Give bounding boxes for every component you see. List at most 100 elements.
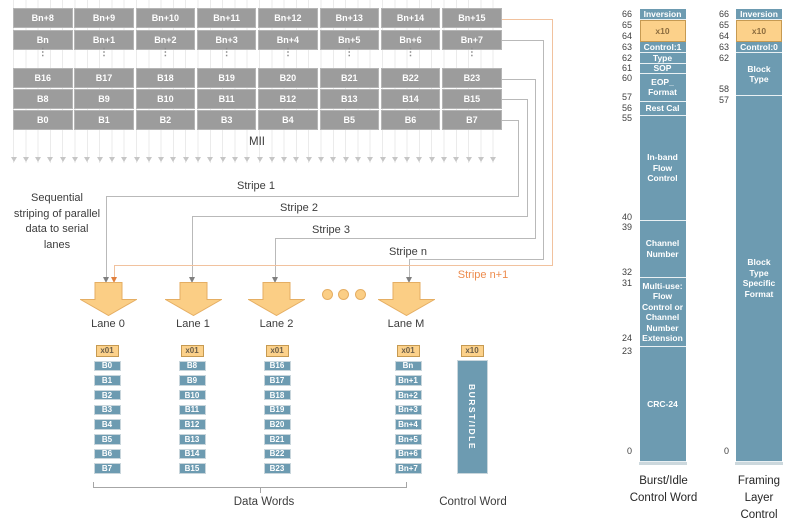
mii-grid-cell: B11: [196, 89, 257, 110]
mii-grid-cell: Bn: [13, 29, 73, 50]
mii-signal-arrow-icon: [379, 156, 386, 162]
bit-segment-label: Type: [652, 52, 673, 63]
bit-segment: CRC-24: [639, 347, 686, 462]
word-header: x01: [180, 344, 204, 357]
bit-segment-label: Control:1: [643, 41, 682, 52]
mii-grid-cell: B13: [319, 89, 379, 110]
stripe-line: [502, 18, 553, 20]
bit-number: 63: [621, 42, 632, 52]
mii-grid-cell: Bn+15: [442, 8, 502, 29]
mii-ellipsis: ⋮: [37, 47, 48, 58]
mii-ellipsis: ⋮: [221, 47, 232, 58]
word-cell: B16: [263, 360, 291, 371]
mii-signal-arrow-icon: [465, 156, 472, 162]
bit-number: 0: [723, 446, 729, 456]
mii-signal-arrow-icon: [244, 156, 251, 162]
mii-grid-cell: Bn+7: [442, 29, 502, 50]
bit-segment: In-band Flow Control: [639, 116, 686, 221]
bit-segment: x10: [736, 20, 782, 42]
stripe-line: [502, 98, 528, 100]
mii-signal-arrow-icon: [293, 156, 300, 162]
bit-number: 62: [621, 53, 632, 63]
bit-segment-label: x10: [655, 25, 670, 36]
mii-grid-cell: B17: [74, 68, 134, 89]
data-words-bracket: [259, 486, 261, 493]
bit-segment: Channel Number: [639, 220, 686, 278]
striping-note: Sequential striping of parallel data to …: [13, 192, 101, 251]
stripe-line: [535, 78, 536, 240]
mii-signal-arrow-icon: [330, 156, 337, 162]
bit-number: 66: [718, 8, 729, 19]
bit-segment-label: SOP: [653, 63, 672, 74]
data-words-bracket: [406, 481, 407, 487]
word-cell: Bn+7: [394, 463, 422, 474]
mii-grid-cell: B14: [380, 89, 441, 110]
mii-signal-arrow-icon: [133, 156, 140, 162]
mii-grid-cell: B22: [380, 68, 441, 89]
mii-signal-arrow-icon: [490, 156, 497, 162]
stripe-line: [502, 119, 520, 121]
bit-number: 0: [626, 446, 632, 456]
lane-arrow-icon: [246, 281, 307, 316]
mii-grid-cell: Bn+5: [319, 29, 379, 50]
word-cell: B1: [93, 375, 121, 386]
stripe-line: [275, 238, 536, 240]
mii-grid-cell: B0: [13, 110, 73, 131]
stripe-label: Stripe 2: [277, 202, 321, 214]
mii-signal-arrow-icon: [256, 156, 263, 162]
mii-signal-arrow-icon: [182, 156, 189, 162]
word-header: x01: [265, 344, 289, 357]
control-word-caption: Control Word: [439, 496, 507, 508]
mii-signal-arrow-icon: [477, 156, 484, 162]
word-cell: B3: [93, 404, 121, 416]
mii-grid-cell: Bn+3: [196, 29, 257, 50]
bit-segment-label: Inversion: [643, 9, 682, 20]
bit-number: 64: [621, 30, 632, 41]
mii-grid-cell: Bn+9: [74, 8, 134, 29]
stripe-line: [192, 215, 528, 217]
word-cell: B7: [93, 463, 121, 474]
mii-ellipsis: ⋮: [466, 47, 477, 58]
word-cell: Bn+5: [394, 434, 422, 445]
lane-label: Lane 1: [176, 317, 210, 330]
mii-signal-arrow-icon: [84, 156, 91, 162]
bit-segment-label: x10: [751, 25, 767, 36]
mii-signal-arrow-icon: [145, 156, 152, 162]
word-cell: B0: [93, 360, 121, 371]
data-words-bracket: [93, 486, 407, 488]
mii-grid-cell: Bn+13: [319, 8, 379, 29]
bit-number: 57: [621, 92, 632, 102]
mii-grid-cell: B8: [13, 89, 73, 110]
mii-signal-arrow-icon: [207, 156, 214, 162]
mii-signal-arrow-icon: [416, 156, 423, 162]
mii-signal-arrow-icon: [453, 156, 460, 162]
bit-segment: Multi-use: Flow Control or Channel Numbe…: [639, 278, 686, 347]
mii-grid-cell: Bn+12: [258, 8, 318, 29]
bit-segment: Control:0: [736, 42, 782, 54]
word-cell: B10: [178, 389, 206, 401]
bit-number: 39: [621, 222, 632, 232]
mii-signal-arrow-icon: [108, 156, 115, 162]
stripe-line: [502, 39, 545, 41]
bit-column-base: [735, 461, 783, 466]
word-cell: B11: [178, 404, 206, 416]
mii-grid-cell: Bn+11: [196, 8, 257, 29]
word-cell: B9: [178, 375, 206, 386]
lane-label: Lane 2: [259, 317, 294, 330]
mii-grid-cell: Bn+8: [13, 8, 73, 29]
bit-segment-label: Multi-use: Flow Control or Channel Numbe…: [641, 280, 684, 344]
mii-grid-cell: B7: [442, 110, 502, 131]
bit-number: 63: [718, 42, 729, 52]
bit-segment-label: CRC-24: [647, 398, 678, 409]
mii-grid-cell: Bn+6: [380, 29, 441, 50]
bit-segment-label: In-band Flow Control: [647, 152, 678, 184]
word-cell: B5: [93, 434, 121, 445]
stripe-line: [518, 119, 520, 197]
word-cell: B4: [93, 419, 121, 430]
mii-signal-arrow-icon: [158, 156, 165, 162]
bit-segment: x10: [639, 20, 686, 42]
mii-signal-arrow-icon: [367, 156, 374, 162]
mii-grid-cell: B16: [13, 68, 73, 89]
word-cell: Bn+1: [394, 375, 422, 386]
